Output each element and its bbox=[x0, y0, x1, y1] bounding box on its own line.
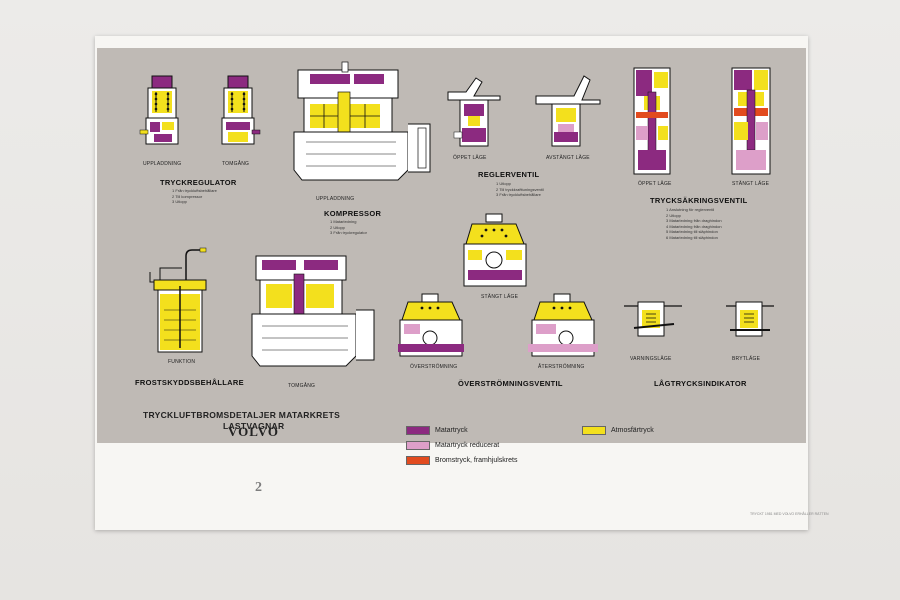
overstromningsventil-aterstromning-diagram bbox=[528, 293, 598, 357]
list-item: 3 Matarledning från draghindon bbox=[666, 218, 722, 224]
trycksakringsventil-oppet-diagram bbox=[633, 67, 671, 175]
legend-matartryck-reducerat: Matartryck reducerat bbox=[406, 441, 499, 450]
tryckregulator-title: TRYCKREGULATOR bbox=[160, 178, 237, 187]
lagtrycksindikator-caption-1: VARNINGSLÄGE bbox=[630, 356, 672, 362]
tryckregulator-tomgang-diagram bbox=[221, 75, 261, 145]
legend-label: Matartryck reducerat bbox=[435, 442, 500, 449]
legend-swatch bbox=[582, 426, 606, 435]
reglerventil-oppet-diagram bbox=[447, 77, 501, 147]
poster-title-line-1: TRYCKLUFTBROMSDETALJER MATARKRETS bbox=[143, 410, 341, 420]
lagtrycksindikator-title: LÅGTRYCKSINDIKATOR bbox=[654, 379, 747, 388]
legend-atmosfartryck: Atmosfärtryck bbox=[582, 426, 654, 435]
legend-label: Atmosfärtryck bbox=[611, 427, 654, 434]
overstromningsventil-caption-2: ÖVERSTRÖMNING bbox=[410, 364, 458, 370]
trycksakringsventil-caption-1: ÖPPET LÄGE bbox=[638, 181, 672, 187]
poster-sheet bbox=[95, 36, 808, 530]
reglerventil-avstangt-diagram bbox=[535, 75, 601, 147]
frostskyddsbehallare-diagram bbox=[149, 247, 207, 353]
reglerventil-title: REGLERVENTIL bbox=[478, 170, 540, 179]
list-item: 4 Matarledning från draghindon bbox=[666, 223, 722, 229]
legend-swatch bbox=[406, 456, 430, 465]
poster-title: TRYCKLUFTBROMSDETALJER MATARKRETS LASTVA… bbox=[143, 410, 340, 432]
overstromningsventil-stangt-diagram bbox=[463, 213, 527, 287]
kompressor-title: KOMPRESSOR bbox=[324, 209, 382, 218]
sheet-number: 2 bbox=[255, 480, 262, 495]
diagram-panel bbox=[97, 48, 806, 443]
tryckregulator-uppladdning-diagram bbox=[139, 75, 179, 145]
lagtrycksindikator-bryt-diagram bbox=[726, 301, 774, 337]
reglerventil-caption-1: ÖPPET LÄGE bbox=[453, 155, 487, 161]
legend-bromstryck: Bromstryck, framhjulskrets bbox=[406, 456, 517, 465]
lagtrycksindikator-varning-diagram bbox=[624, 301, 682, 337]
trycksakringsventil-stangt-diagram bbox=[731, 67, 771, 175]
list-item: 3 Från tryckregulator bbox=[330, 230, 367, 236]
list-item: 2 Till tryckkrafttuningsventil bbox=[496, 186, 544, 192]
legend-swatch bbox=[406, 426, 430, 435]
overstromningsventil-title: ÖVERSTRÖMNINGSVENTIL bbox=[458, 379, 563, 388]
overstromningsventil-overstromning-diagram bbox=[398, 293, 464, 357]
frostskydd-title: FROSTSKYDDSBEHÅLLARE bbox=[135, 378, 244, 387]
print-footnote: TRYCKT 1981 MED VOLVO ERHÅLLER RÄTTEN bbox=[750, 512, 829, 516]
lagtrycksindikator-caption-2: BRYTLÄGE bbox=[732, 356, 761, 362]
list-item: 6 Matarledning till släphindon bbox=[666, 234, 718, 240]
volvo-logo: VOLVO bbox=[228, 424, 279, 439]
poster-title-line-2: LASTVAGNAR bbox=[223, 421, 285, 431]
list-item: 2 Till kompressor bbox=[172, 193, 203, 199]
tryckregulator-caption-2: TOMGÅNG bbox=[222, 161, 250, 167]
kompressor-caption: UPPLADDNING bbox=[316, 196, 355, 202]
kompressor-tomgang-diagram bbox=[251, 255, 375, 367]
reglerventil-legend-list: 1 Utlopp 2 Till tryckkrafttuningsventil … bbox=[496, 181, 544, 198]
overstromningsventil-caption-3: ÅTERSTRÖMNING bbox=[538, 364, 585, 370]
list-item: 2 Utlopp bbox=[330, 224, 345, 230]
overstromningsventil-caption-1: STÄNGT LÄGE bbox=[481, 294, 519, 300]
list-item: 5 Matarledning till släphindon bbox=[666, 229, 718, 235]
trycksakringsventil-title: TRYCKSÄKRINGSVENTIL bbox=[650, 196, 748, 205]
trycksakringsventil-legend-list: 1 Anslutning för reglerventil 2 Utlopp 3… bbox=[666, 207, 722, 241]
legend-label: Matartryck bbox=[435, 427, 468, 434]
frostskydd-caption: FUNKTION bbox=[168, 359, 196, 365]
kompressor-legend-list: 1 Matarledning 2 Utlopp 3 Från tryckregu… bbox=[330, 219, 367, 236]
tryckregulator-caption-1: UPPLADDNING bbox=[143, 161, 182, 167]
list-item: 3 Utlopp bbox=[172, 199, 187, 205]
legend-matartryck: Matartryck bbox=[406, 426, 468, 435]
trycksakringsventil-caption-2: STÄNGT LÄGE bbox=[732, 181, 770, 187]
list-item: 3 Från tryckluftsbehållare bbox=[496, 192, 541, 198]
kompressor-uppladdning-diagram bbox=[293, 61, 431, 181]
list-item: 1 Från tryckluftsbehållare bbox=[172, 188, 217, 193]
list-item: 1 Utlopp bbox=[496, 181, 511, 186]
kompressor-tomgang-caption: TOMGÅNG bbox=[288, 383, 316, 389]
legend-label: Bromstryck, framhjulskrets bbox=[435, 457, 518, 464]
list-item: 1 Matarledning bbox=[330, 219, 357, 224]
list-item: 1 Anslutning för reglerventil bbox=[666, 207, 715, 212]
reglerventil-caption-2: AVSTÄNGT LÄGE bbox=[546, 155, 590, 161]
legend-swatch bbox=[406, 441, 430, 450]
list-item: 2 Utlopp bbox=[666, 212, 681, 218]
tryckregulator-legend-list: 1 Från tryckluftsbehållare 2 Till kompre… bbox=[172, 188, 217, 205]
